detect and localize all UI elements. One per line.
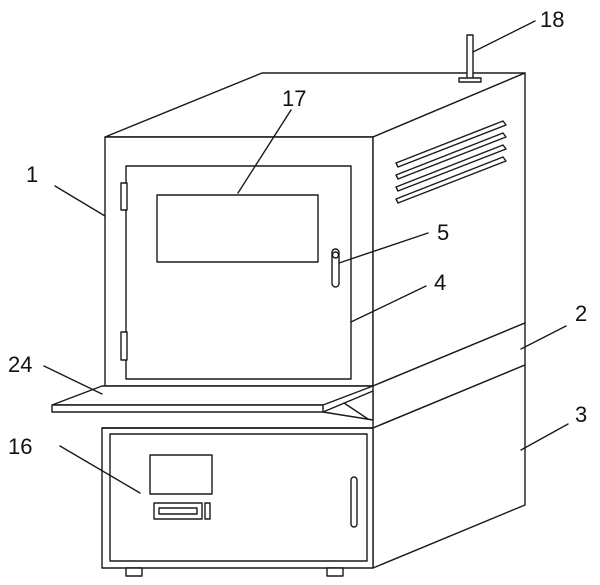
leader-5 bbox=[338, 232, 429, 264]
door-handle bbox=[331, 248, 340, 288]
indicator bbox=[204, 502, 211, 520]
lower-door-handle bbox=[350, 476, 358, 528]
label-5: 5 bbox=[437, 220, 449, 245]
leader-4 bbox=[350, 285, 427, 323]
shelf-top bbox=[51, 385, 374, 406]
control-panel bbox=[149, 454, 213, 520]
leader-lines bbox=[43, 20, 569, 494]
display-screen bbox=[149, 454, 213, 495]
label-16: 16 bbox=[8, 434, 32, 459]
door-window bbox=[156, 194, 319, 263]
label-4: 4 bbox=[434, 270, 446, 295]
label-2: 2 bbox=[575, 301, 587, 326]
antenna bbox=[458, 34, 482, 83]
side-vents bbox=[395, 120, 507, 204]
leader-1 bbox=[54, 185, 106, 217]
bracket-brace bbox=[343, 402, 369, 420]
label-1: 1 bbox=[26, 162, 38, 187]
leader-18 bbox=[472, 20, 536, 53]
foot bbox=[326, 567, 344, 577]
shelf-front bbox=[51, 404, 324, 413]
card-slot bbox=[158, 507, 198, 515]
lower-door bbox=[109, 433, 368, 562]
leader-16 bbox=[59, 445, 141, 494]
label-3: 3 bbox=[575, 402, 587, 427]
label-17: 17 bbox=[282, 86, 306, 111]
leader-2 bbox=[520, 325, 567, 350]
hinge bbox=[120, 182, 128, 211]
leader-3 bbox=[520, 423, 569, 451]
vent-slot bbox=[395, 120, 507, 168]
antenna-base bbox=[458, 77, 482, 83]
label-18: 18 bbox=[540, 7, 564, 32]
leader-24 bbox=[43, 365, 103, 395]
vent-slot bbox=[395, 156, 507, 204]
vent-slot bbox=[395, 132, 507, 180]
foot bbox=[125, 567, 143, 577]
door-lock bbox=[331, 251, 340, 259]
leader-17 bbox=[237, 109, 292, 194]
keyboard-shelf bbox=[51, 385, 374, 421]
label-24: 24 bbox=[8, 352, 32, 377]
hinge bbox=[120, 331, 128, 361]
vent-slot bbox=[395, 144, 507, 192]
upper-door bbox=[120, 165, 352, 380]
antenna-rod bbox=[466, 34, 474, 80]
reference-labels: 1 2 3 4 5 16 17 18 24 bbox=[8, 7, 587, 459]
